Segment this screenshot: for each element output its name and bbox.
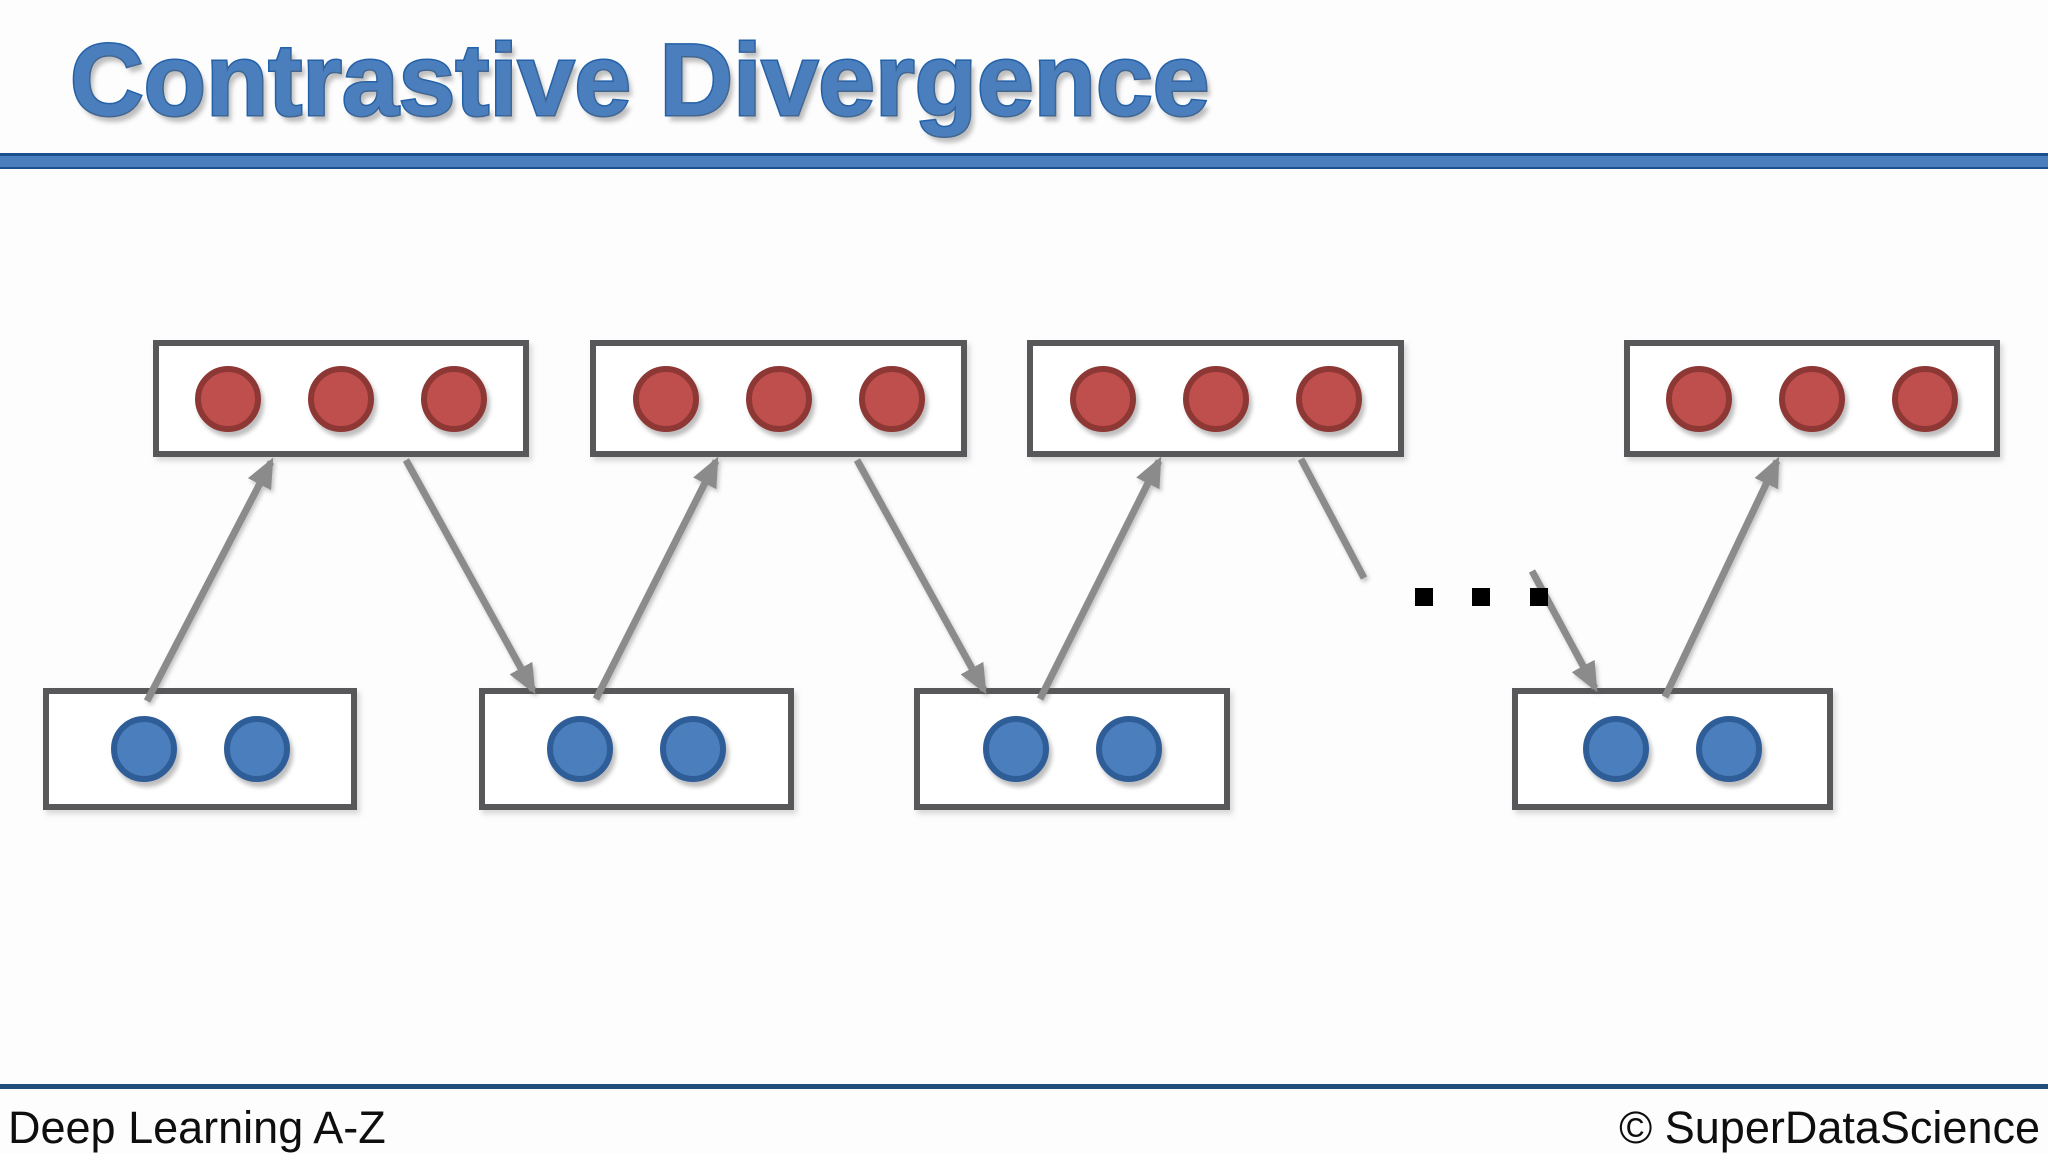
- sampling-line: [1297, 457, 1368, 580]
- title-rule: [0, 153, 2048, 169]
- visible-unit-node: [1095, 716, 1162, 782]
- footer-copyright-label: © SuperDataScience: [1619, 1102, 2040, 1153]
- visible-layer-box: [479, 688, 794, 810]
- hidden-unit-node: [421, 365, 487, 432]
- sampling-arrow-down: [1528, 569, 1599, 693]
- hidden-unit-node: [1295, 365, 1362, 432]
- hidden-layer-box: [1624, 340, 2000, 457]
- hidden-unit-node: [195, 365, 261, 432]
- ellipsis-dot: [1415, 588, 1433, 606]
- hidden-unit-node: [1069, 365, 1136, 432]
- hidden-layer-box: [590, 340, 967, 457]
- hidden-unit-node: [1182, 365, 1249, 432]
- visible-layer-box: [43, 688, 357, 810]
- hidden-unit-node: [1666, 365, 1732, 432]
- hidden-unit-node: [308, 365, 374, 432]
- visible-unit-node: [1696, 716, 1762, 782]
- sampling-arrow-down: [402, 458, 537, 695]
- visible-unit-node: [660, 716, 726, 782]
- hidden-layer-box: [1027, 340, 1404, 457]
- visible-unit-node: [547, 716, 613, 782]
- sampling-arrow-up: [1661, 456, 1781, 699]
- visible-unit-node: [1583, 716, 1649, 782]
- page-title: Contrastive Divergence: [68, 22, 1210, 139]
- sampling-arrow-up: [1036, 456, 1163, 701]
- hidden-unit-node: [858, 365, 925, 432]
- hidden-unit-node: [1892, 365, 1958, 432]
- ellipsis-dot: [1530, 588, 1548, 606]
- visible-layer-box: [914, 688, 1230, 810]
- sampling-arrow-up: [143, 457, 275, 703]
- footer-rule: [0, 1084, 2048, 1089]
- hidden-unit-node: [745, 365, 812, 432]
- sampling-arrow-up: [592, 456, 720, 701]
- visible-layer-box: [1512, 688, 1833, 810]
- visible-unit-node: [223, 716, 290, 782]
- visible-unit-node: [110, 716, 177, 782]
- hidden-layer-box: [153, 340, 529, 457]
- footer-course-label: Deep Learning A-Z: [8, 1102, 386, 1153]
- sampling-arrow-down: [853, 458, 988, 695]
- hidden-unit-node: [1779, 365, 1845, 432]
- visible-unit-node: [982, 716, 1049, 782]
- hidden-unit-node: [632, 365, 699, 432]
- ellipsis-dot: [1472, 588, 1490, 606]
